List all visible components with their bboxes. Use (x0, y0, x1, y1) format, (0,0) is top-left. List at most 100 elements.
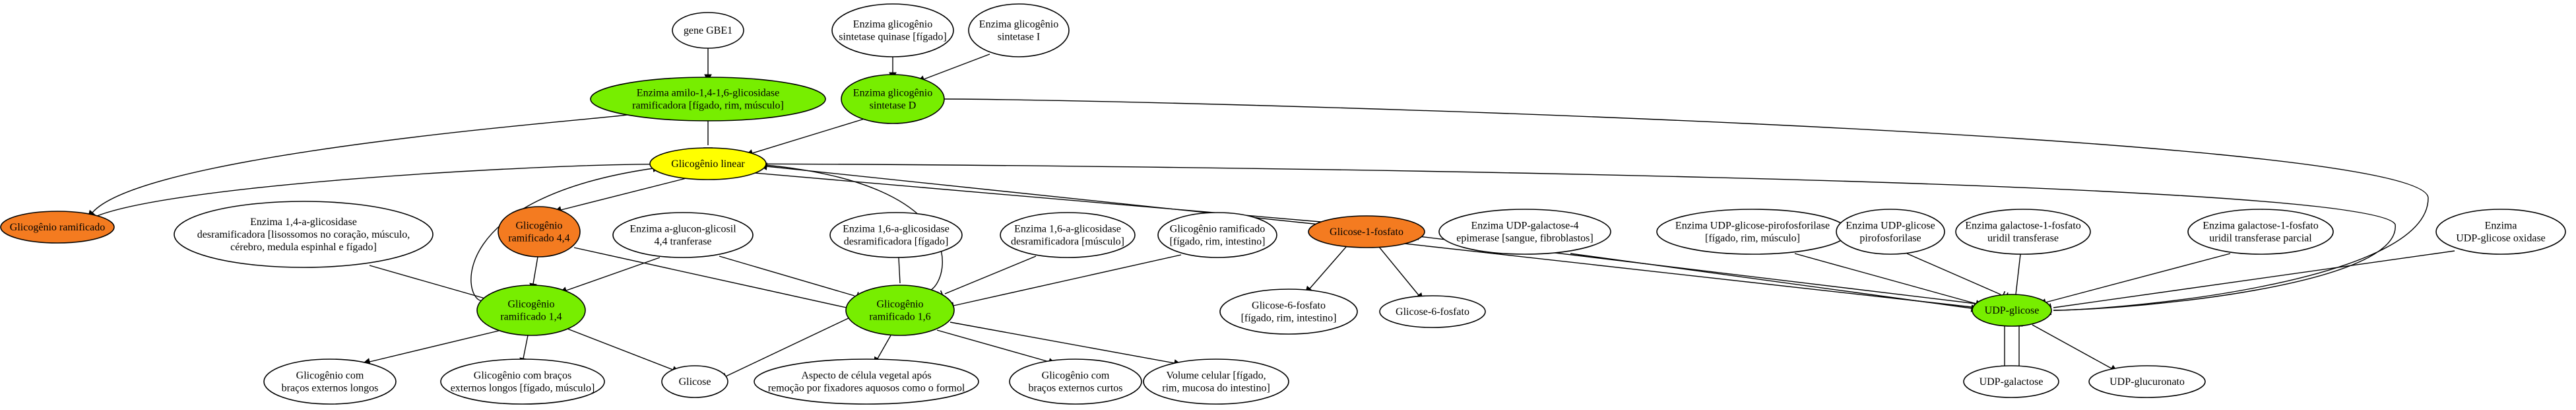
node-glicogenio-linear[interactable]: Glicogênio linear (649, 147, 767, 180)
node-shape (1656, 209, 1849, 255)
edge-gbe1-to-enzima_amilo (704, 48, 712, 83)
node-shape (476, 285, 586, 336)
node-label: ramificado 1,4 (500, 312, 562, 323)
node-enzima-16-musculo[interactable]: Enzima 1,6-a-glicosidasedesramificadora … (1000, 212, 1136, 258)
node-label: Glicose-1-fosfato (1330, 226, 1403, 238)
edge-sintetase_d-to-udp_glicose (944, 98, 2429, 315)
node-label: UDP-glicose oxidase (2456, 233, 2546, 244)
node-volume[interactable]: Volume celular [fígado,rim, mucosa do in… (1143, 359, 1289, 405)
edge-line (1398, 242, 1972, 308)
edge-line (573, 247, 847, 308)
edge-ram14-to-bracos_longos (362, 329, 502, 366)
edge-gal1f_uridil_parcial-to-udp_glicose (2038, 253, 2231, 306)
node-g6f[interactable]: Glicose-6-fosfato (1379, 295, 1486, 328)
node-shape (440, 359, 605, 405)
node-shape (1308, 215, 1425, 248)
node-shape (1972, 294, 2052, 327)
node-label: Glicogênio ramificado (10, 222, 105, 233)
node-label: Enzima glicogênio (853, 88, 932, 99)
node-label: Enzima a-glucon-glicosil (629, 224, 736, 235)
node-udp-pirofos[interactable]: Enzima UDP-glicose-pirofosforilase[fígad… (1656, 209, 1849, 255)
node-glicogenio-ramificado[interactable]: Glicogênio ramificado (0, 211, 115, 244)
node-label: epimerase [sangue, fibroblastos] (1456, 233, 1593, 244)
node-glicose[interactable]: Glicose (661, 365, 728, 398)
node-g6f-figado[interactable]: Glicose-6-fosfato[fígado, rim, intestino… (1219, 289, 1358, 335)
node-udp-galactose[interactable]: UDP-galactose (1963, 365, 2059, 398)
edge-glicose1f-to-g6f (1378, 246, 1424, 301)
node-label: pirofosforilase (1859, 233, 1921, 244)
node-label: Enzima galactose-1-fosfato (2203, 221, 2318, 232)
node-label: UDP-glucuronato (2109, 376, 2185, 388)
edge-line (877, 335, 891, 359)
edge-udp_glic_pirofos-to-udp_glicose (1906, 253, 2009, 302)
edge-line (923, 53, 990, 80)
node-enzima-16-figado[interactable]: Enzima 1,6-a-glicosidasedesramificadora … (829, 212, 963, 258)
node-enzima-14-desram[interactable]: Enzima 1,4-a-glicosidasedesramificadora … (174, 201, 434, 268)
edge-line (953, 254, 1182, 306)
node-udp-glucuronato[interactable]: UDP-glucuronato (2088, 365, 2206, 398)
node-shape (590, 77, 826, 121)
node-label: desramificadora [fígado] (844, 236, 949, 248)
edge-sintetase_d-to-glicogenio_linear (745, 118, 865, 157)
node-label: uridil transferase parcial (2209, 233, 2312, 244)
edge-line (944, 256, 1037, 294)
node-gbe1[interactable]: gene GBE1 (672, 12, 744, 49)
edge-line (1378, 246, 1419, 296)
node-label: ramificado 1,6 (869, 312, 930, 323)
edge-line (944, 98, 2429, 311)
edge-enzima_14_desram-to-ram14 (369, 265, 493, 305)
node-label: Aspecto de célula vegetal após (801, 370, 931, 382)
node-shape (2088, 365, 2206, 398)
node-ram-figado[interactable]: Glicogênio ramificado[fígado, rim, intes… (1157, 212, 1277, 258)
node-label: desramificadora [músculo] (1011, 236, 1124, 248)
node-glicose1f[interactable]: Glicose-1-fosfato (1308, 215, 1425, 248)
node-label: ramificadora [fígado, rim, músculo] (632, 100, 784, 112)
node-shape (498, 206, 581, 257)
node-enzima-amilo[interactable]: Enzima amilo-1,4-1,6-glicosidaseramifica… (590, 77, 826, 121)
node-shape (649, 147, 767, 180)
node-label: UDP-glicose (1985, 305, 2040, 316)
edge-line (898, 257, 901, 284)
node-shape (1009, 359, 1142, 405)
node-label: Enzima UDP-glicose (1846, 221, 1935, 232)
node-label: 4,4 tranferase (654, 236, 711, 248)
node-label: uridil transferase (1987, 233, 2059, 244)
node-shape (845, 285, 955, 336)
node-label: Glicogênio linear (671, 158, 745, 170)
node-shape (661, 365, 728, 398)
node-shape (754, 359, 979, 405)
node-shape (1143, 359, 1289, 405)
node-label: Enzima UDP-glicose-pirofosforilase (1675, 221, 1830, 232)
edge-udp_pirofos-to-udp_glicose (1794, 253, 1983, 308)
edge-line (2053, 250, 2455, 308)
node-label: Glicose-6-fosfato (1396, 306, 1469, 318)
edge-line (950, 322, 1175, 364)
node-label: cérebro, medula espinhal e fígado] (230, 242, 377, 253)
edge-line (92, 163, 651, 219)
edge-line (2045, 253, 2231, 303)
edge-udp_glic_oxidase-to-udp_glicose (2046, 250, 2455, 314)
node-shape (1963, 365, 2059, 398)
node-label: braços externos curtos (1028, 383, 1122, 394)
node-label: Glicogênio com (1042, 370, 1110, 382)
node-udp-glicose[interactable]: UDP-glicose (1972, 294, 2052, 327)
node-label: Glicogênio ramificado (1170, 224, 1265, 235)
node-label: Enzima UDP-galactose-4 (1471, 221, 1578, 232)
